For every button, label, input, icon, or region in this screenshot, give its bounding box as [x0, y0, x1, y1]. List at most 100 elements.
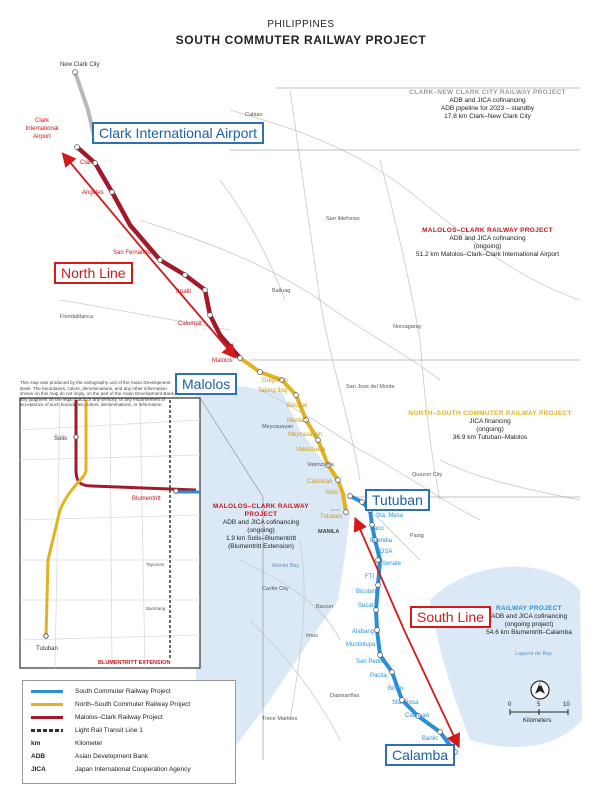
callout-tutuban: Tutuban — [365, 489, 430, 511]
project-clark-ncc: CLARK–NEW CLARK CITY RAILWAY PROJECT ADB… — [409, 89, 566, 120]
label-binan: Biñan — [388, 686, 403, 692]
place-san-ildefonso: San Ildefonso — [326, 216, 360, 222]
label-marilao: Marilao — [287, 418, 307, 424]
label-guiguinto: Guiguinto — [262, 378, 288, 384]
place-bacoor: Bacoor — [316, 604, 334, 610]
label-angeles: Angeles — [82, 190, 104, 196]
header-title: SOUTH COMMUTER RAILWAY PROJECT — [175, 33, 427, 47]
callout-north-line: North Line — [54, 262, 133, 284]
label-sta-mesa: Sta. Mesa — [376, 513, 404, 519]
place-valenzuela: Valenzuela — [307, 462, 335, 468]
callout-south-line: South Line — [410, 606, 491, 628]
label-pacita: Pacita — [370, 673, 387, 679]
label-caloocan: Caloocan — [307, 479, 332, 485]
label-san-pedro: San Pedro — [356, 659, 385, 665]
callout-calamba: Calamba — [385, 744, 456, 766]
label-new-clark-city: New Clark City — [60, 62, 100, 68]
label-fti: FTI — [365, 574, 374, 580]
place-pasig: Pasig — [410, 533, 424, 539]
svg-text:10: 10 — [563, 702, 570, 708]
legend-row-scr: South Commuter Railway Project — [31, 686, 171, 696]
label-banlic: Banlic — [422, 736, 438, 742]
callout-malolos: Malolos — [175, 373, 238, 395]
label-tabing-ilog: Tabing Ilog — [258, 388, 287, 394]
place-cavite-city: Cavite City — [262, 586, 289, 592]
station-dots — [72, 69, 458, 755]
project-nscr: NORTH–SOUTH COMMUTER RAILWAY PROJECT JIC… — [408, 410, 572, 441]
place-laguna-de-bay: Laguna de Bay — [515, 651, 553, 657]
place-cabiao: Cabiao — [245, 112, 262, 118]
label-paco: Paco — [370, 526, 384, 532]
place-imus: Imus — [306, 633, 318, 639]
project-scr: RAILWAY PROJECT ADB and JICA cofinancing… — [486, 605, 572, 636]
label-calumpit: Calumpit — [178, 321, 202, 327]
label-apalit: Apalit — [176, 289, 191, 295]
svg-text:N: N — [537, 682, 541, 688]
label-san-fernando: San Fernando — [113, 250, 152, 256]
label-cabuyao: Cabuyao — [405, 713, 430, 719]
svg-text:Blumentritt: Blumentritt — [132, 496, 161, 502]
place-meycauayan: Meycauayan — [262, 424, 293, 430]
label-bocaue: Bocaue — [287, 403, 308, 409]
label-solis: Solis — [325, 490, 338, 496]
legend-swatch-blue — [31, 689, 63, 693]
manila-bay — [196, 380, 350, 746]
legend-row-adb: ADB Asian Development Bank — [31, 752, 148, 760]
legend-row-nscr: North–South Commuter Railway Project — [31, 699, 190, 709]
label-buendia: Buendia — [370, 538, 393, 544]
place-quezon-city: Quezon City — [412, 472, 443, 478]
north-line-arrow-down — [149, 257, 237, 359]
header-country: PHILIPPINES — [267, 19, 335, 30]
label-clark: Clark — [80, 160, 95, 166]
north-arrow: N — [530, 680, 550, 700]
label-meycauayan: Meycauayan — [288, 432, 322, 438]
label-alabang: Alabang — [352, 629, 374, 635]
callout-clark-airport: Clark International Airport — [92, 122, 264, 144]
label-sucat: Sucat — [358, 603, 374, 609]
place-manila-bay: Manila Bay — [272, 563, 300, 569]
place-baliuag: Baliuag — [272, 288, 290, 294]
legend-swatch-red — [31, 715, 63, 719]
map-legend: South Commuter Railway Project North–Sou… — [22, 680, 236, 784]
south-line-arrow-down — [404, 631, 460, 749]
svg-text:0: 0 — [508, 702, 512, 708]
legend-row-lrt1: Light Rail Transit Line 1 — [31, 725, 143, 735]
legend-swatch-dashed — [31, 728, 63, 732]
label-tutuban: Tutuban — [320, 514, 342, 520]
svg-text:BLUMENTRITT EXTENSION: BLUMENTRITT EXTENSION — [98, 660, 170, 666]
scale-bar: 0 5 10 Kilometers — [508, 702, 570, 724]
laguna-de-bay — [430, 566, 582, 748]
svg-text:Kilometers: Kilometers — [523, 718, 551, 724]
svg-text:Bambang: Bambang — [146, 606, 166, 611]
label-senate: Senate — [382, 561, 402, 567]
label-bicutan: Bicutan — [356, 589, 376, 595]
label-edsa: EDSA — [376, 549, 392, 555]
disclaimer-text: This map was produced by the cartography… — [20, 380, 176, 408]
svg-text:Solis: Solis — [54, 436, 67, 442]
place-san-jose-del-monte: San Jose del Monte — [346, 384, 395, 390]
label-valenzuela: Valenzuela — [296, 447, 326, 453]
project-malolos-clark: MALOLOS–CLARK RAILWAY PROJECT ADB and JI… — [415, 227, 560, 258]
label-sta-rosa: Sta. Rosa — [392, 700, 419, 706]
place-floridablanca: Floridablanca — [60, 314, 94, 320]
place-norzagaray: Norzagaray — [393, 324, 422, 330]
nscr-line — [238, 356, 348, 513]
place-dasmarinas: Dasmariñas — [330, 693, 360, 699]
project-blumentritt-ext: MALOLOS–CLARK RAILWAY PROJECT ADB and JI… — [213, 503, 309, 550]
south-line-arrow-up — [353, 516, 406, 633]
svg-text:5: 5 — [537, 702, 541, 708]
svg-text:Tayuman: Tayuman — [146, 562, 165, 567]
legend-row-mcrp: Malolos–Clark Railway Project — [31, 712, 163, 722]
legend-row-jica: JICA Japan International Cooperation Age… — [31, 765, 191, 773]
place-trece-martires: Trece Martires — [262, 716, 297, 722]
label-malolos: Malolos — [212, 358, 233, 364]
north-line-arrow-up — [61, 152, 151, 259]
inset-map: Solis Blumentritt Tayuman Bambang Tutuba… — [19, 397, 201, 669]
place-manila: MANILA — [318, 529, 339, 535]
svg-text:Tutuban: Tutuban — [36, 646, 58, 652]
malolos-clark-line — [75, 145, 242, 360]
road-network — [59, 89, 581, 741]
legend-swatch-yellow — [31, 702, 63, 706]
